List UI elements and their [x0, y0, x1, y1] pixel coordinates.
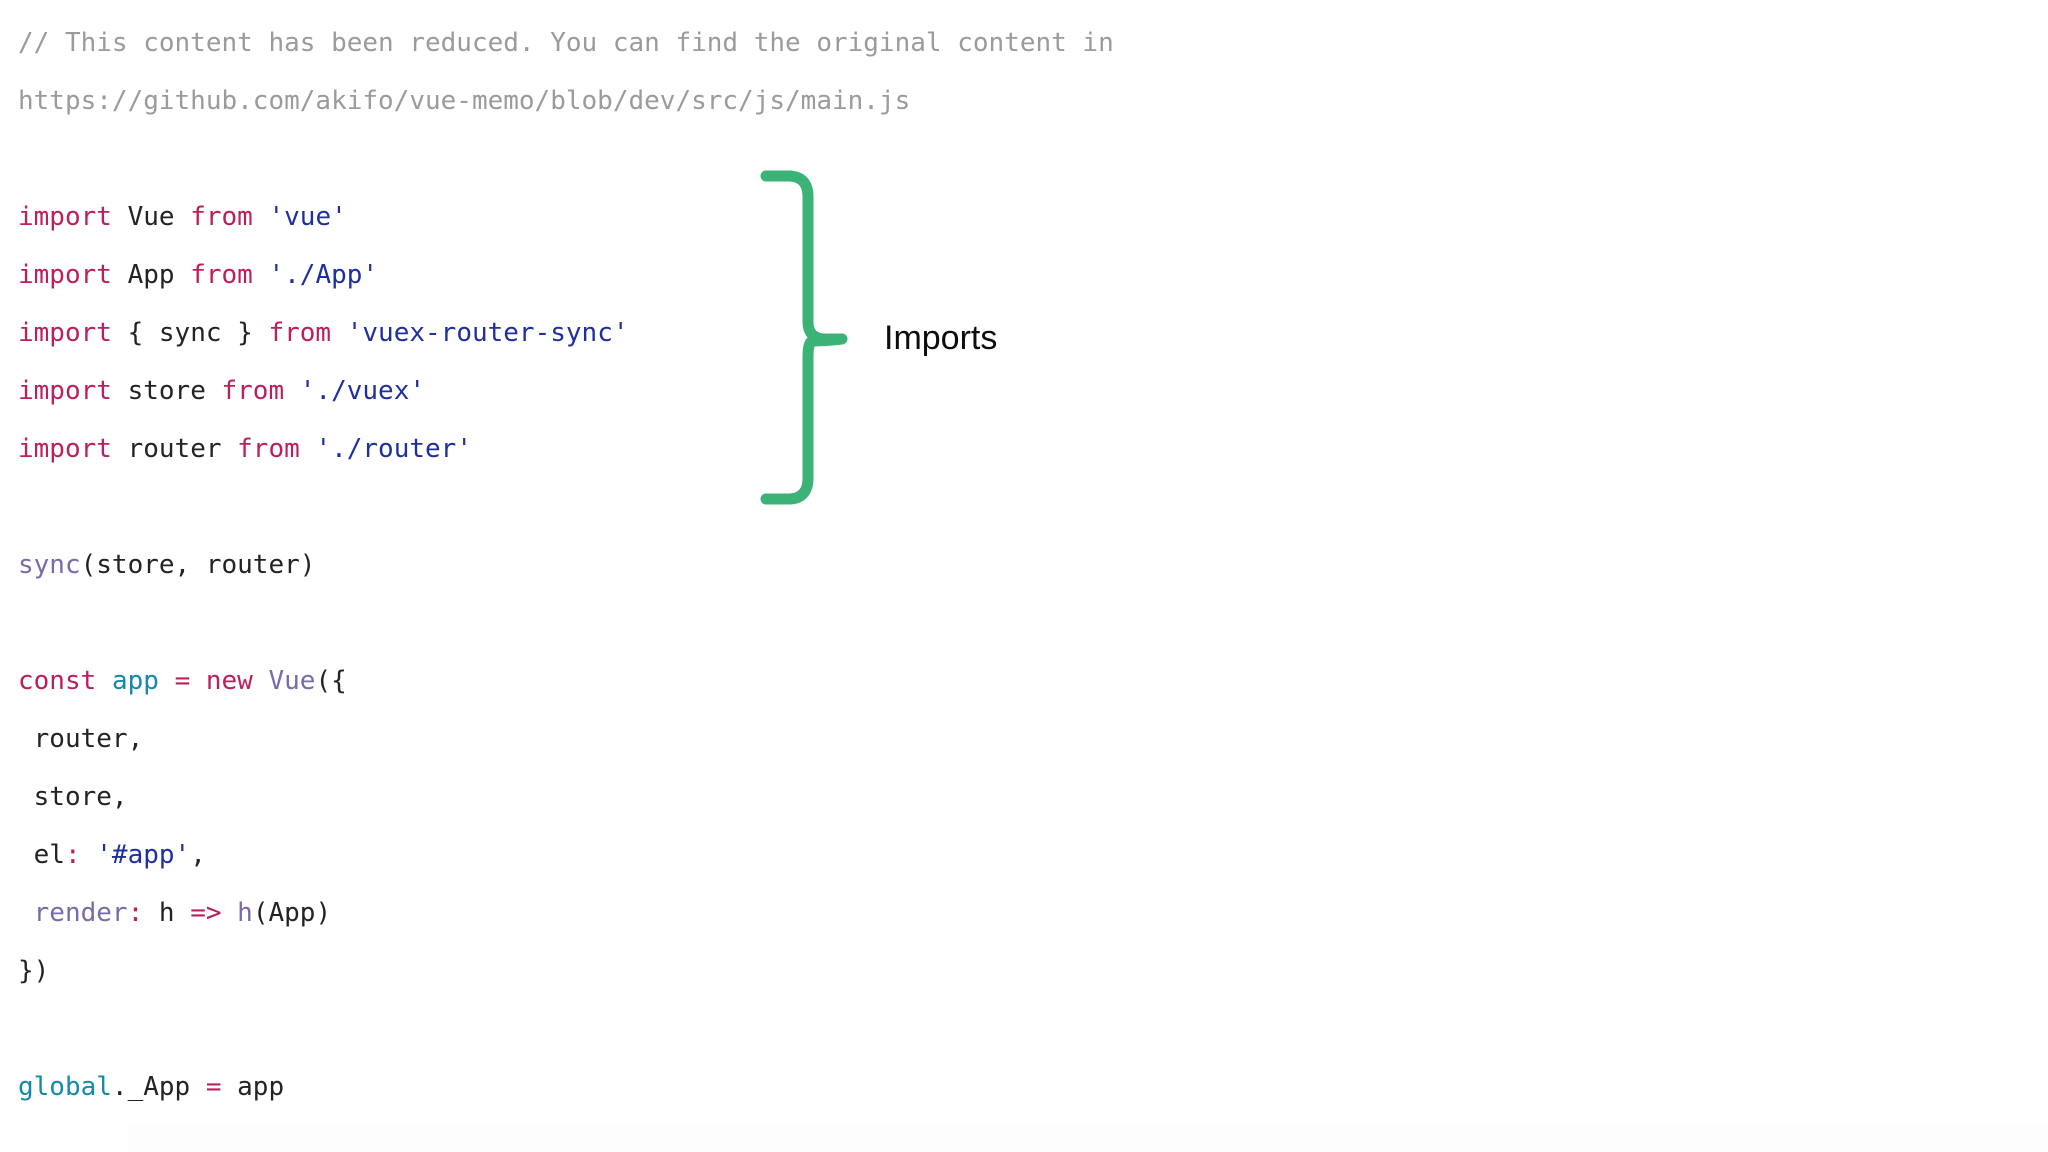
token-plain — [159, 666, 175, 696]
token-operator: : — [64, 840, 81, 870]
token-punct: }) — [18, 956, 50, 986]
token-operator: : — [127, 898, 144, 928]
token-keyword: from — [190, 260, 253, 290]
code-line-import-vue: import Vue from 'vue' — [18, 188, 1418, 246]
token-builtin: global — [18, 1072, 112, 1102]
token-plain: ._App — [111, 1072, 206, 1102]
token-plain — [18, 898, 34, 928]
token-plain: { sync } — [111, 318, 269, 348]
token-keyword: import — [18, 376, 112, 406]
token-func: sync — [18, 550, 81, 580]
token-plain: App — [111, 260, 191, 290]
token-plain: h — [143, 898, 191, 928]
code-line-blank-2 — [18, 478, 1418, 536]
token-plain: store, — [18, 782, 128, 812]
token-comment: // This content has been reduced. You ca… — [18, 28, 1114, 58]
code-line-close-vue: }) — [18, 942, 1418, 1000]
token-punct: , — [190, 840, 206, 870]
code-line-import-sync: import { sync } from 'vuex-router-sync' — [18, 304, 1418, 362]
code-line-comment-2: https://github.com/akifo/vue-memo/blob/d… — [18, 72, 1418, 130]
code-line-import-app: import App from './App' — [18, 246, 1418, 304]
token-keyword: new — [205, 666, 253, 696]
token-class: Vue — [268, 666, 316, 696]
token-plain — [331, 318, 347, 348]
token-operator: => — [190, 898, 222, 928]
token-plain — [81, 840, 97, 870]
code-line-prop-el: el: '#app', — [18, 826, 1418, 884]
token-var: app — [111, 666, 159, 696]
code-line-prop-store: store, — [18, 768, 1418, 826]
token-plain: app — [221, 1072, 285, 1102]
token-plain: (App) — [252, 898, 332, 928]
token-keyword: import — [18, 202, 112, 232]
token-func: render — [33, 898, 128, 928]
token-string: '#app' — [96, 840, 191, 870]
code-line-prop-render: render: h => h(App) — [18, 884, 1418, 942]
token-keyword: from — [268, 318, 332, 348]
code-line-global-app: global._App = app — [18, 1058, 1418, 1116]
token-string: './vuex' — [299, 376, 426, 406]
token-plain: router, — [18, 724, 144, 754]
code-block[interactable]: // This content has been reduced. You ca… — [18, 14, 1418, 1116]
code-line-sync-call: sync(store, router) — [18, 536, 1418, 594]
token-plain — [222, 898, 238, 928]
token-string: 'vue' — [268, 202, 347, 232]
token-keyword: import — [18, 318, 112, 348]
token-keyword: import — [18, 434, 112, 464]
token-string: 'vuex-router-sync' — [346, 318, 629, 348]
token-keyword: const — [18, 666, 97, 696]
token-plain — [190, 666, 206, 696]
token-operator: = — [174, 666, 191, 696]
token-plain: Vue — [111, 202, 191, 232]
token-keyword: from — [237, 434, 300, 464]
token-plain — [253, 666, 269, 696]
token-punct: ({ — [315, 666, 347, 696]
token-plain — [253, 260, 269, 290]
token-plain: router — [111, 434, 238, 464]
token-plain: store — [111, 376, 222, 406]
code-line-const-app: const app = new Vue({ — [18, 652, 1418, 710]
token-keyword: from — [221, 376, 285, 406]
token-plain — [284, 376, 300, 406]
code-line-blank-4 — [18, 1000, 1418, 1058]
token-comment: https://github.com/akifo/vue-memo/blob/d… — [18, 86, 911, 116]
code-line-import-store: import store from './vuex' — [18, 362, 1418, 420]
token-plain — [253, 202, 269, 232]
viewport-bottom-edge — [128, 1122, 2048, 1152]
code-line-blank-3 — [18, 594, 1418, 652]
token-plain — [300, 434, 316, 464]
token-keyword: from — [190, 202, 253, 232]
token-string: './router' — [315, 434, 472, 464]
code-line-comment-1: // This content has been reduced. You ca… — [18, 14, 1418, 72]
token-func: h — [237, 898, 253, 928]
code-line-blank-1 — [18, 130, 1418, 188]
token-keyword: import — [18, 260, 112, 290]
token-string: './App' — [268, 260, 379, 290]
token-plain: el — [18, 840, 65, 870]
code-line-import-router: import router from './router' — [18, 420, 1418, 478]
token-plain: (store, router) — [80, 550, 316, 580]
token-operator: = — [205, 1072, 222, 1102]
code-line-prop-router: router, — [18, 710, 1418, 768]
token-plain — [96, 666, 112, 696]
